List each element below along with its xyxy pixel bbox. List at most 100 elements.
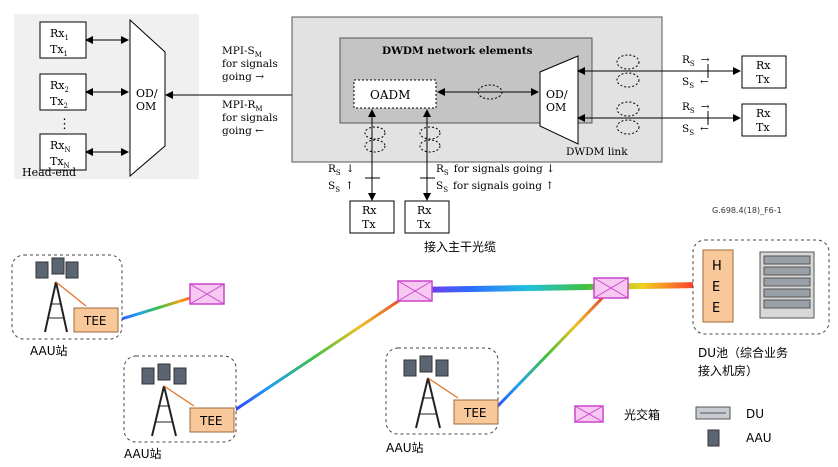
svg-text:Tx: Tx: [756, 121, 770, 134]
svg-text:Tx1: Tx1: [50, 43, 68, 58]
head-end-transceiver-1: Rx1 Tx1: [39, 21, 87, 59]
aau-site-3: TEE: [385, 347, 499, 435]
svg-text:Rx1: Rx1: [50, 27, 69, 42]
du-pool-label-1: DU池（综合业务: [698, 345, 788, 360]
svg-text:RxN: RxN: [50, 139, 71, 154]
aau-site-1: TEE: [11, 254, 123, 340]
svg-text:SS←: SS←: [682, 123, 709, 137]
figure-id: G.698.4(18)_F6-1: [712, 206, 782, 215]
wavelength-ellipse: [616, 119, 640, 135]
aau-icon: [141, 363, 187, 385]
wavelength-ellipse: [616, 72, 640, 88]
dwdm-odom-label-2: OM: [546, 101, 566, 114]
trunk-fiber: [208, 282, 701, 295]
optical-cross-box-1: [189, 283, 225, 305]
right-port-labels-2: RS→ SS←: [682, 101, 710, 137]
top-figure: Rx1 Tx1 Rx2 Tx2 ⋮ RxN TxN OD/ OM Head-en…: [14, 14, 787, 234]
du-pool: H E E: [692, 239, 830, 335]
head-end-transceiver-n: RxN TxN: [39, 133, 87, 171]
aau-site-label-2: AAU站: [124, 447, 162, 461]
svg-text:Rx: Rx: [756, 107, 771, 120]
wavelength-ellipse: [616, 54, 640, 70]
svg-text:MPI-RM: MPI-RM: [222, 99, 263, 113]
oadm-box: [353, 79, 437, 109]
aau-site-2: TEE: [123, 355, 237, 443]
right-port-labels-1: RS→ SS←: [682, 54, 710, 90]
optical-cross-box-3: [593, 277, 629, 299]
oadm-label: OADM: [370, 88, 410, 102]
svg-text:going ←: going ←: [222, 125, 264, 137]
head-end-odom-label-1: OD/: [136, 87, 158, 100]
tee-box: [73, 307, 119, 333]
wavelength-ellipse: [419, 126, 441, 140]
tee-box: [453, 399, 499, 425]
optical-cross-box-icon: [574, 405, 604, 423]
aau-icon: [707, 429, 720, 447]
aau-icon: [403, 355, 449, 377]
wavelength-ellipse: [477, 84, 503, 100]
optical-cross-box-2: [397, 280, 433, 302]
wavelength-ellipse: [419, 139, 441, 153]
svg-text:RS→: RS→: [682, 101, 710, 115]
du-rack-icon: [759, 251, 815, 319]
svg-text:for signals: for signals: [222, 58, 278, 70]
svg-text:RS↓: RS↓: [328, 163, 355, 177]
head-end-odom-label-2: OM: [136, 100, 156, 113]
svg-text:TxN: TxN: [50, 155, 70, 170]
tee-box: [189, 407, 235, 433]
svg-text:Tx2: Tx2: [50, 95, 68, 110]
svg-text:MPI-SM: MPI-SM: [222, 45, 262, 59]
svg-text:Tx: Tx: [756, 73, 770, 86]
hee-box: [702, 249, 734, 323]
right-transceiver-2: Rx Tx: [741, 103, 787, 137]
head-end-ellipsis: ⋮: [58, 117, 71, 132]
hee-letter: E: [712, 280, 720, 295]
svg-text:SS←: SS←: [682, 76, 709, 90]
aau-site-label-3: AAU站: [386, 441, 424, 455]
bottom-figure: 接入主干光缆: [11, 239, 830, 461]
svg-text:Tx: Tx: [417, 218, 431, 231]
svg-text:going →: going →: [222, 71, 264, 83]
tee-label: TEE: [199, 414, 223, 428]
svg-text:for signals: for signals: [222, 112, 278, 124]
tee-label: TEE: [83, 314, 107, 328]
legend-label-du: DU: [746, 407, 764, 421]
branch-fiber-2: [234, 290, 413, 412]
svg-text:Rx: Rx: [756, 59, 771, 72]
dwdm-link-label: DWDM link: [566, 146, 628, 158]
svg-text:Rx: Rx: [362, 204, 377, 217]
right-transceiver-1: Rx Tx: [741, 55, 787, 89]
du-pool-label-2: 接入机房）: [698, 363, 758, 378]
mpi-r-label: MPI-RM for signals going ←: [222, 99, 278, 137]
aau-icon: [35, 257, 79, 279]
bottom-transceiver-right: Rx Tx: [404, 200, 450, 234]
head-end-odom: [129, 18, 166, 178]
du-icon: [695, 406, 731, 420]
dwdm-odom: [539, 55, 579, 145]
tower-icon: [415, 377, 459, 429]
trunk-label: 接入主干光缆: [424, 239, 496, 254]
wavelength-ellipse: [616, 101, 640, 117]
bottom-transceiver-left: Rx Tx: [349, 200, 395, 234]
dwdm-odom-label-1: OD/: [546, 88, 568, 101]
head-end-label: Head-end: [22, 166, 76, 179]
tower-icon: [151, 385, 195, 437]
svg-text:Rx: Rx: [417, 204, 432, 217]
svg-text:RS→: RS→: [682, 54, 710, 68]
branch-fiber-1: [117, 293, 201, 322]
dwdm-network-elements-title: DWDM network elements: [382, 45, 533, 57]
branch-fiber-3: [492, 288, 612, 412]
svg-text:SS↑: SS↑: [328, 180, 354, 194]
svg-text:Tx: Tx: [362, 218, 376, 231]
legend-label-cross-box: 光交箱: [624, 407, 660, 422]
aau-site-label-1: AAU站: [30, 344, 68, 358]
bottom-port-labels-left: RS↓ SS↑: [328, 163, 355, 194]
svg-text:Rx2: Rx2: [50, 79, 69, 94]
legend: 光交箱 DU AAU: [574, 405, 772, 447]
mpi-s-label: MPI-SM for signals going →: [222, 45, 278, 83]
wavelength-ellipse: [364, 126, 386, 140]
tower-icon: [44, 281, 87, 333]
